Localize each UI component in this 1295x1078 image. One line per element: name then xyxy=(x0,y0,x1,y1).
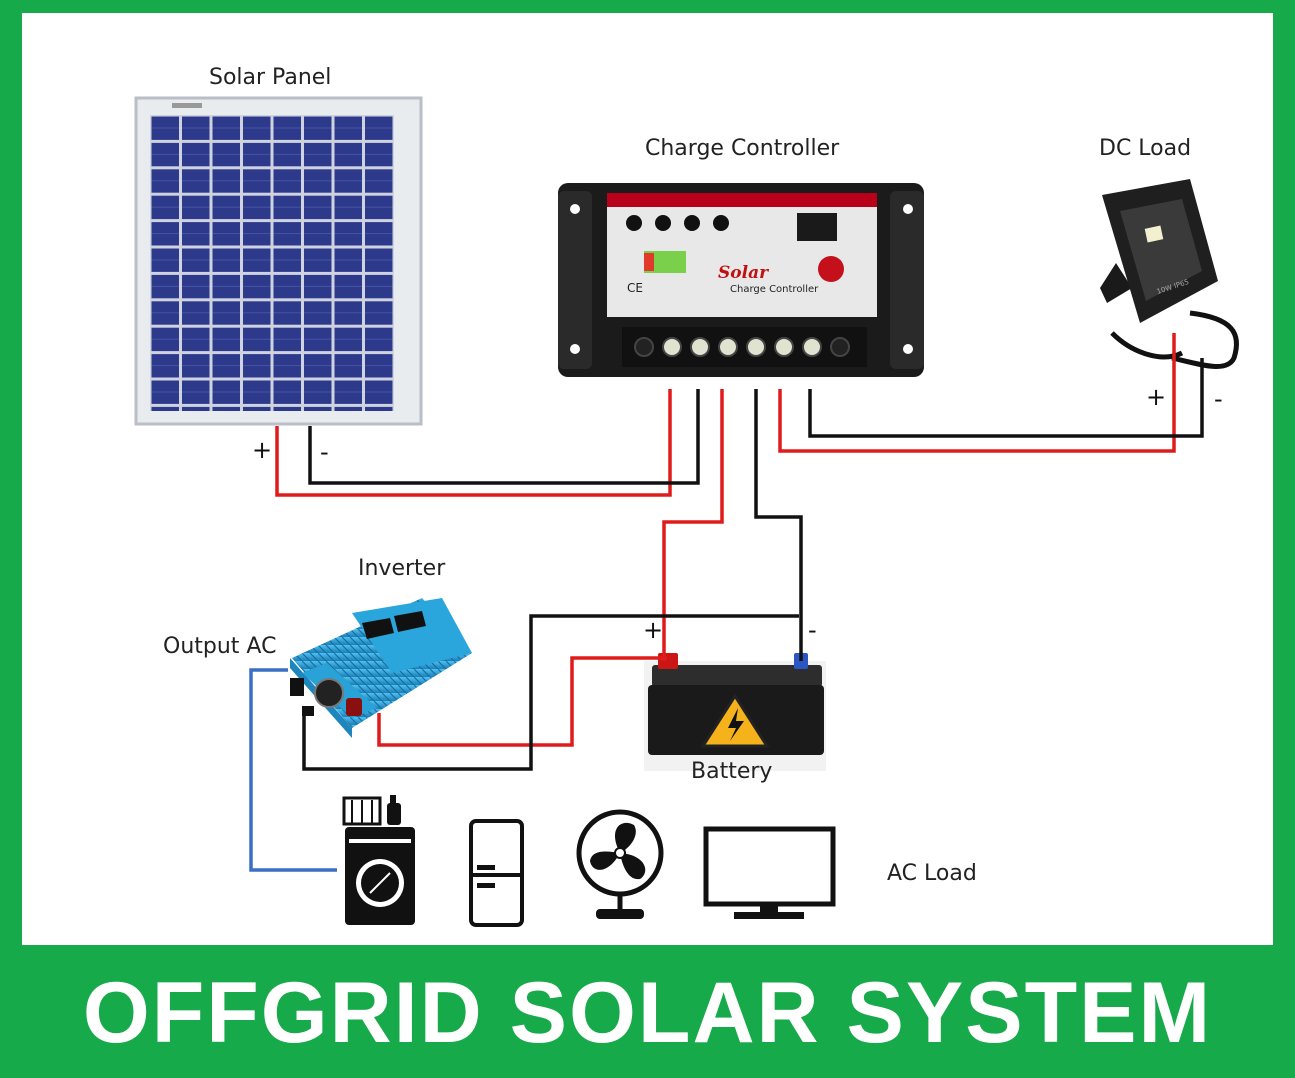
dc-load-label: DC Load xyxy=(1099,136,1192,161)
ac-load-label: AC Load xyxy=(887,861,977,886)
dcload-negative-wire xyxy=(808,358,1204,438)
dcload-plus-sign: + xyxy=(1146,383,1167,411)
controller-subtitle-text: Charge Controller xyxy=(730,284,819,295)
diagram-canvas: Solar Charge Controller CE 10W IP65 xyxy=(22,13,1273,945)
ac-output-wire xyxy=(249,668,337,872)
panel-plus-sign: + xyxy=(252,436,273,464)
solar-panel-icon xyxy=(134,96,423,426)
inverter-positive-wire xyxy=(377,656,667,747)
solar-panel-label: Solar Panel xyxy=(209,65,332,90)
charge-controller-icon: Solar Charge Controller CE xyxy=(558,183,924,377)
dcload-minus-sign: - xyxy=(1214,385,1223,413)
refrigerator-icon xyxy=(469,819,524,927)
battery-icon xyxy=(644,653,826,771)
battery-negative-wire xyxy=(754,389,803,661)
washing-machine-icon xyxy=(342,795,415,925)
dc-load-floodlight-icon: 10W IP65 xyxy=(1100,179,1240,369)
dcload-positive-wire xyxy=(778,333,1176,453)
battery-positive-wire xyxy=(662,389,724,661)
fan-icon xyxy=(576,809,664,919)
panel-negative-wire xyxy=(308,389,700,485)
diagram-svg: Solar Charge Controller CE 10W IP65 xyxy=(134,96,1240,927)
charge-controller-label: Charge Controller xyxy=(645,136,840,161)
battery-plus-sign: + xyxy=(643,616,664,644)
ce-mark-text: CE xyxy=(627,281,643,295)
controller-brand-text: Solar xyxy=(718,263,769,283)
inverter-negative-wire xyxy=(302,614,799,771)
panel-positive-wire xyxy=(275,389,672,497)
wiring xyxy=(249,333,1204,872)
inverter-label: Inverter xyxy=(358,556,446,581)
panel-minus-sign: - xyxy=(320,438,329,466)
controller-terminals xyxy=(634,337,850,357)
battery-label: Battery xyxy=(691,759,773,784)
inverter-icon xyxy=(290,598,472,738)
television-icon xyxy=(703,826,836,919)
diagram-title-banner: OFFGRID SOLAR SYSTEM xyxy=(82,964,1213,1061)
output-ac-label: Output AC xyxy=(163,634,277,659)
battery-minus-sign: - xyxy=(808,616,817,644)
